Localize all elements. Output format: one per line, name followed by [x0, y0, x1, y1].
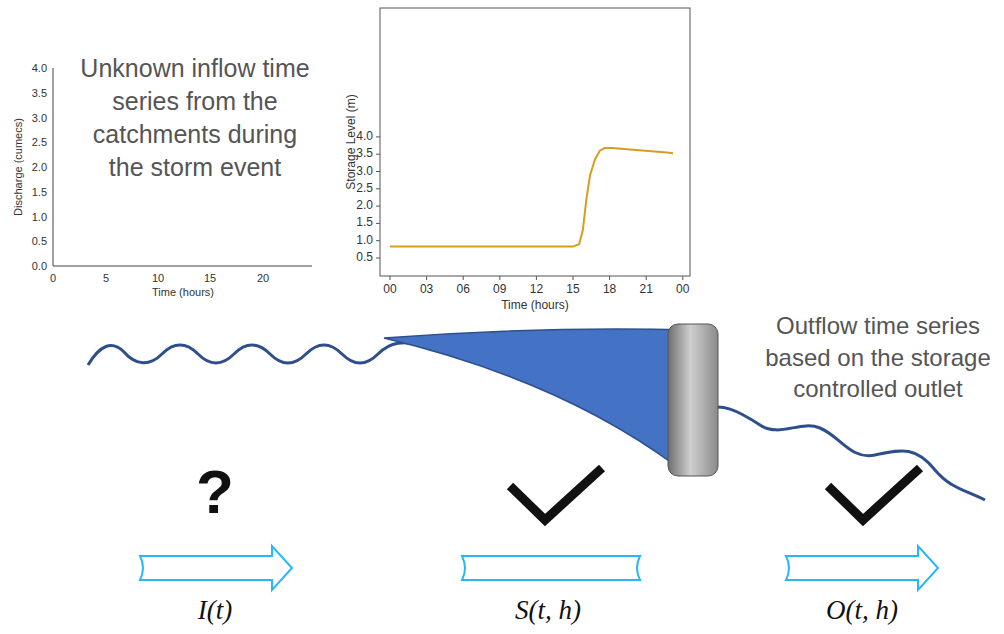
tick-mark — [682, 276, 683, 280]
tick-label: 4.0 — [32, 62, 47, 75]
tick-label: 1.0 — [356, 234, 373, 248]
tick-label: 09 — [493, 283, 506, 297]
description-text: Unknown inflow time series from the catc… — [78, 52, 313, 184]
tick-mark — [499, 276, 500, 280]
tick-label: 00 — [383, 283, 396, 297]
tick-label: 5 — [103, 272, 109, 285]
tick-mark — [646, 276, 647, 280]
tick-label: 00 — [676, 283, 689, 297]
tick-label: 4.0 — [356, 130, 373, 144]
tick-mark — [376, 188, 380, 189]
tick-label: 0.5 — [32, 235, 47, 248]
tick-label: 2.0 — [356, 199, 373, 213]
tick-label: 3.0 — [356, 165, 373, 179]
tick-label: 2.5 — [356, 182, 373, 196]
storage-chart-frame — [380, 8, 690, 276]
tick-mark — [376, 240, 380, 241]
check-mark — [828, 468, 920, 520]
tick-mark — [390, 276, 391, 280]
description-text: Outflow time series based on the storage… — [758, 310, 998, 405]
tick-mark — [376, 171, 380, 172]
tick-label: 20 — [257, 272, 269, 285]
question-mark: ? — [196, 456, 234, 527]
variable-label: S(t, h) — [515, 595, 581, 626]
axis-title: Discharge (cumecs) — [12, 118, 25, 216]
tick-label: 0 — [50, 272, 56, 285]
axis-title: Storage Level (m) — [345, 94, 359, 189]
tick-label: 3.0 — [32, 111, 47, 124]
inflow-river — [88, 343, 430, 365]
tick-label: 0.5 — [356, 251, 373, 265]
variable-label: I(t) — [198, 595, 232, 626]
flow-arrows — [140, 546, 938, 590]
tick-mark — [573, 276, 574, 280]
check-mark — [510, 468, 602, 520]
tick-label: 03 — [420, 283, 433, 297]
tick-label: 12 — [530, 283, 543, 297]
tick-mark — [376, 258, 380, 259]
tick-label: 2.5 — [32, 136, 47, 149]
tick-label: 15 — [204, 272, 216, 285]
tick-label: 15 — [566, 283, 579, 297]
storage-ticks — [376, 137, 683, 280]
tick-label: 0.0 — [32, 260, 47, 273]
tick-mark — [609, 276, 610, 280]
tick-mark — [536, 276, 537, 280]
tick-label: 2.0 — [32, 161, 47, 174]
tick-label: 06 — [457, 283, 470, 297]
storage-level-curve — [390, 148, 673, 247]
tick-label: 3.5 — [356, 147, 373, 161]
tick-label: 18 — [603, 283, 616, 297]
tick-label: 1.5 — [356, 216, 373, 230]
axis-title: Time (hours) — [501, 299, 569, 313]
tick-label: 21 — [640, 283, 653, 297]
tick-mark — [376, 206, 380, 207]
tick-label: 1.5 — [32, 185, 47, 198]
tick-mark — [376, 154, 380, 155]
tick-label: 3.5 — [32, 86, 47, 99]
tick-mark — [376, 136, 380, 137]
reservoir-storage — [384, 329, 692, 466]
tick-label: 10 — [152, 272, 164, 285]
dam-wall — [668, 324, 718, 476]
tick-mark — [376, 223, 380, 224]
variable-label: O(t, h) — [826, 595, 898, 626]
tick-mark — [463, 276, 464, 280]
tick-label: 1.0 — [32, 210, 47, 223]
tick-mark — [426, 276, 427, 280]
outflow-river — [700, 407, 985, 500]
axis-title: Time (hours) — [152, 286, 214, 299]
